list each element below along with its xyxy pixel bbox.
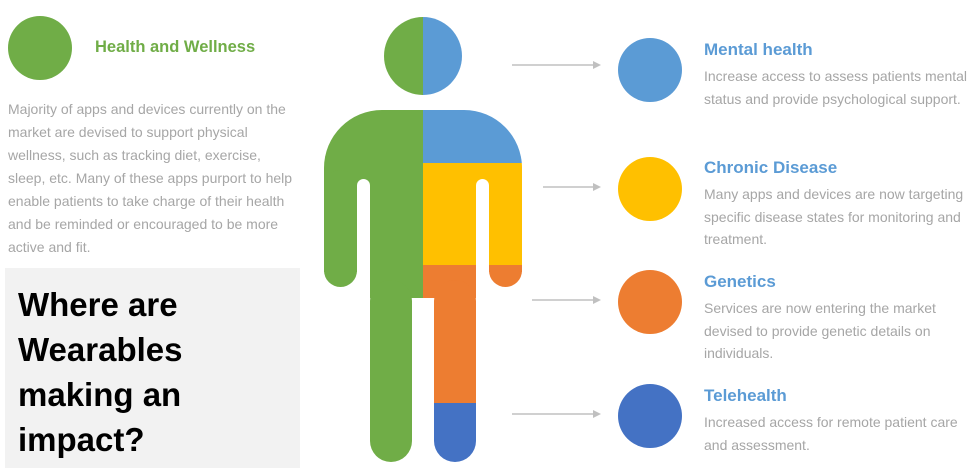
genetics-dot bbox=[618, 270, 682, 334]
genetics-description: Services are now entering the market dev… bbox=[704, 300, 936, 361]
health-wellness-description: Majority of apps and devices currently o… bbox=[8, 101, 293, 255]
mental-health-dot bbox=[618, 38, 682, 102]
chronic-disease-title: Chronic Disease bbox=[704, 158, 838, 177]
health-wellness-title: Health and Wellness bbox=[95, 38, 256, 56]
telehealth-title: Telehealth bbox=[704, 386, 787, 405]
genetics-title: Genetics bbox=[704, 272, 776, 291]
chronic-disease-description: Many apps and devices are now targeting … bbox=[704, 186, 964, 247]
arm-gap-left bbox=[357, 179, 370, 309]
chronic-disease-dot bbox=[618, 157, 682, 221]
mental-health-title: Mental health bbox=[704, 40, 813, 59]
headline-box bbox=[5, 268, 300, 468]
headline: Where are Wearables making an impact? bbox=[18, 286, 183, 458]
telehealth-dot bbox=[618, 384, 682, 448]
telehealth-description: Increased access for remote patient care… bbox=[704, 414, 958, 453]
health-wellness-dot bbox=[8, 16, 72, 80]
mental-health-description: Increase access to assess patients menta… bbox=[704, 68, 968, 107]
arm-gap-right bbox=[476, 179, 489, 309]
leg-gap bbox=[412, 298, 434, 468]
